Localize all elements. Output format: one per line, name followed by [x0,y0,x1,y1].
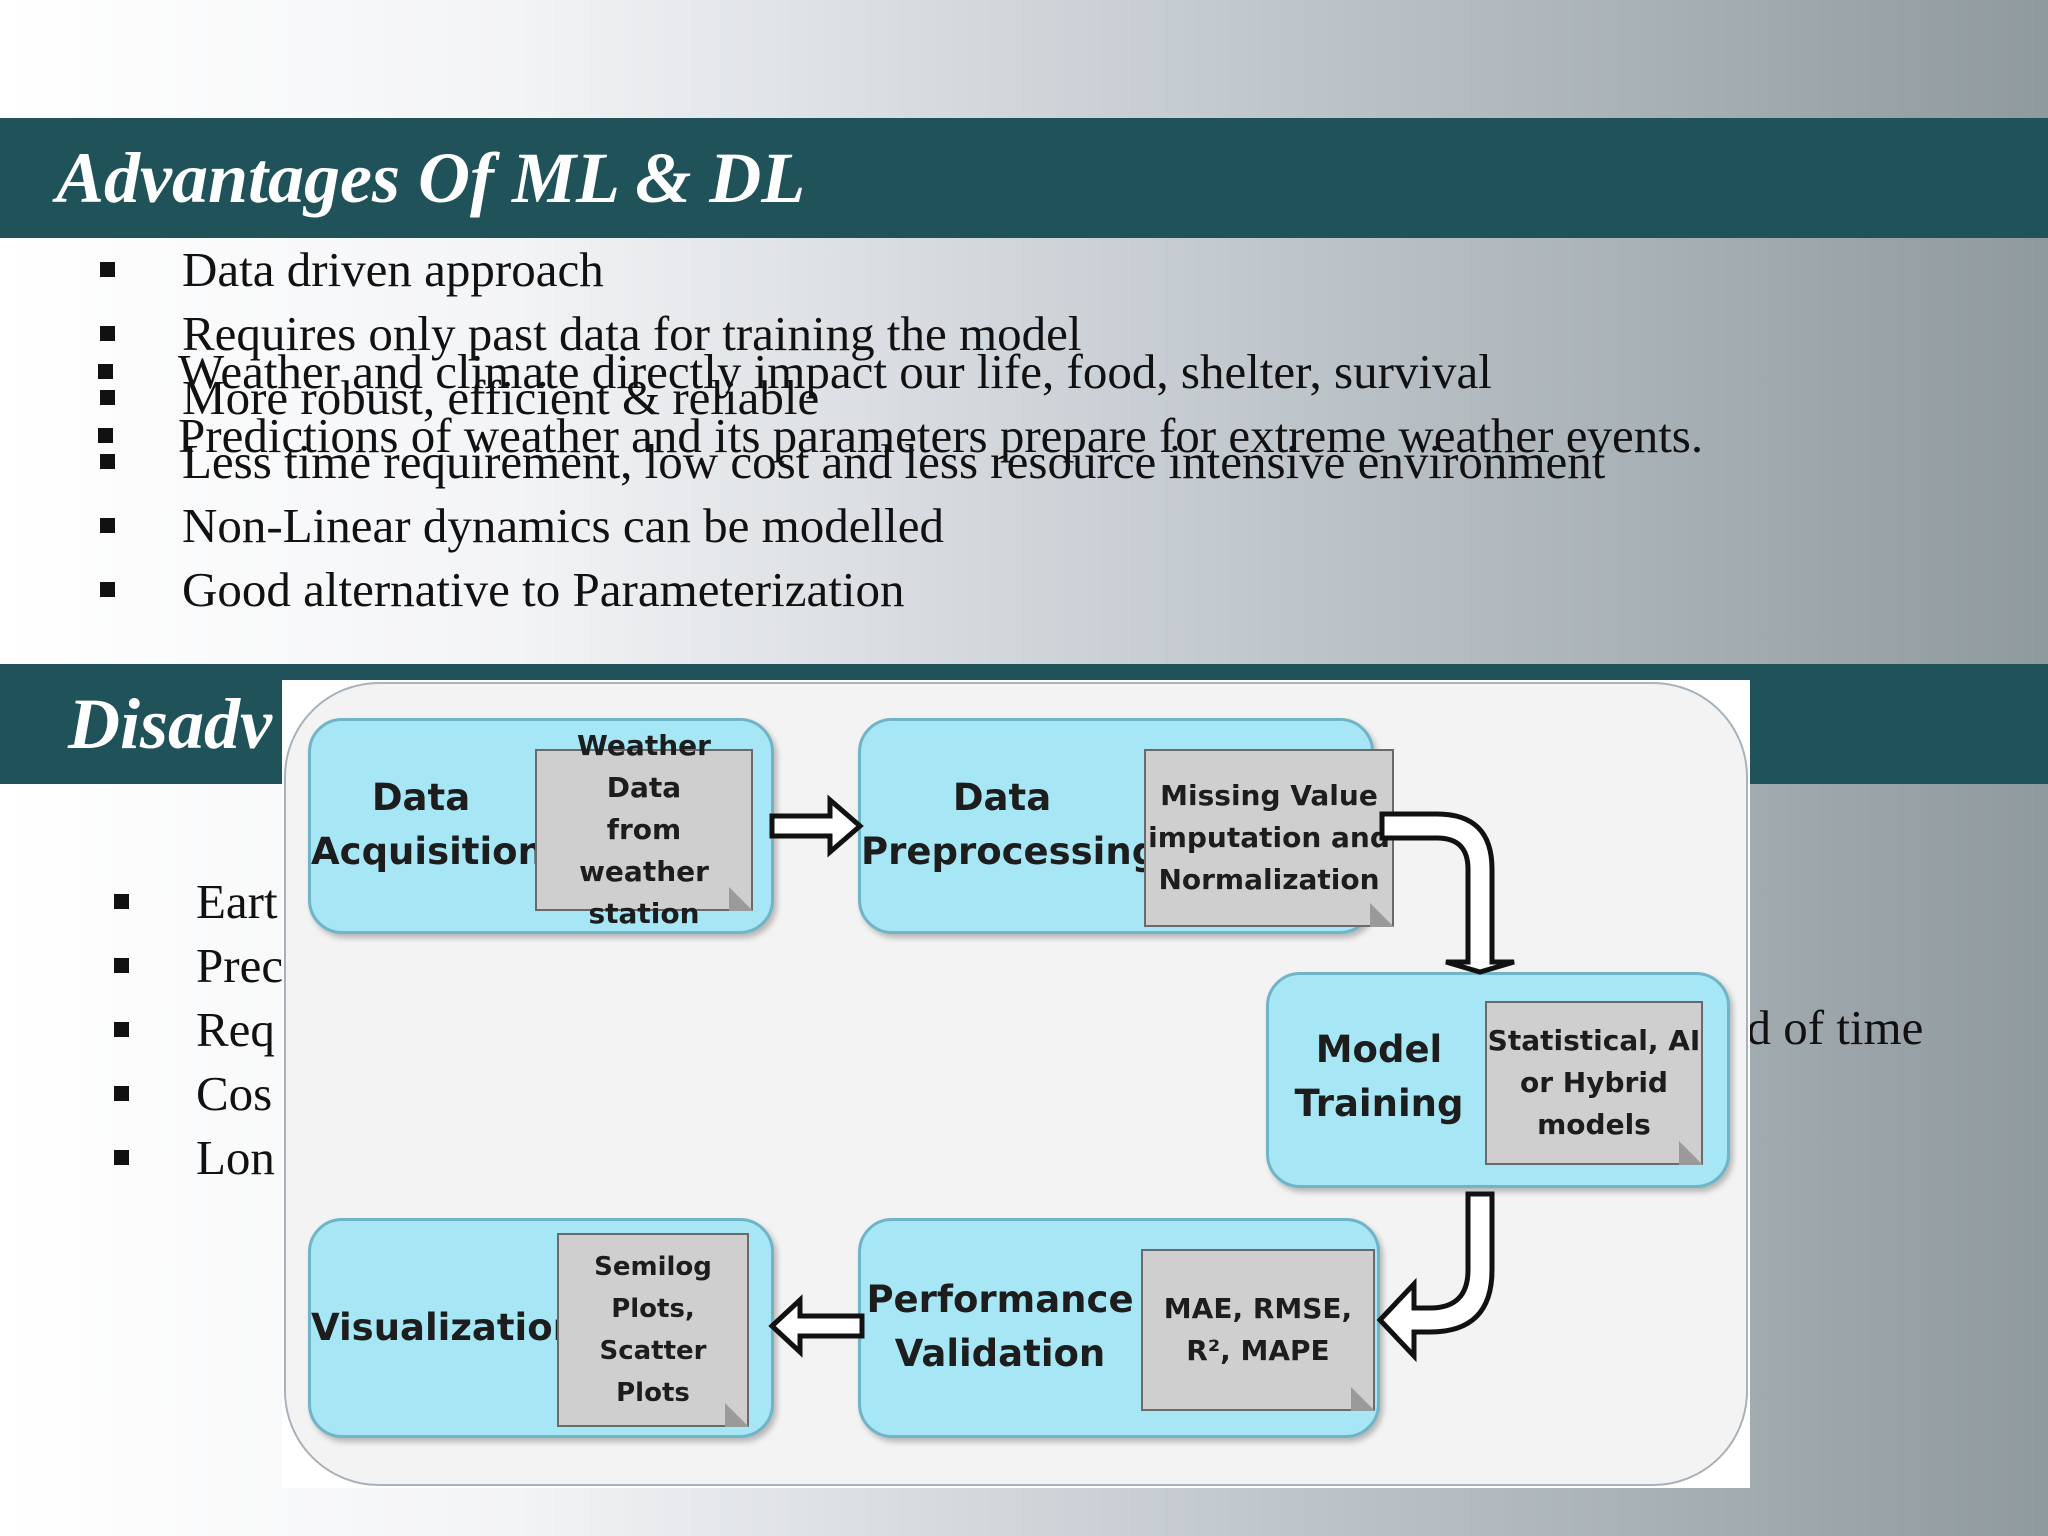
bullet-icon [100,262,115,277]
bullet-icon [100,454,115,469]
advantages-banner: Advantages Of ML & DL [0,118,2048,238]
bullet-icon [100,582,115,597]
page-fold-icon [1370,903,1394,927]
page-fold-icon [1679,1141,1703,1165]
page-fold-icon [729,887,753,911]
bullet-icon [114,958,129,973]
stage-model-training: Model Training Statistical, AI or Hybrid… [1266,972,1730,1188]
stage-label: Model Training [1294,1028,1464,1125]
arrow-right-icon [769,794,864,858]
stage-label: Visualization [311,1306,579,1349]
bullet-icon [98,364,113,379]
bullet-icon [114,894,129,909]
stage-note: Weather Data from weather station [535,729,753,930]
flow-arrows [768,794,1515,1363]
stage-note-text: Weather Data from weather station [577,729,711,930]
stage-note-text: Missing Value imputation and Normalizati… [1148,779,1390,896]
stage-note-text: Semilog Plots, Scatter Plots [594,1252,712,1408]
stage-performance-validation: Performance Validation MAE, RMSE, R², MA… [858,1218,1380,1438]
stage-label: Performance Validation [866,1278,1134,1375]
stage-data-preprocessing: Data Preprocessing Missing Value imputat… [858,718,1394,934]
stage-note-text: Statistical, AI or Hybrid models [1487,1024,1701,1141]
stage-label: Data Acquisition [311,776,544,873]
disadvantages-title: Disadv [68,684,272,764]
stage-note: Statistical, AI or Hybrid models [1485,1001,1703,1165]
arrow-down-icon [1379,811,1515,975]
stage-label: Data Preprocessing [861,776,1159,873]
bullet-icon [114,1150,129,1165]
page-fold-icon [1351,1387,1375,1411]
arrow-left-icon [1376,1191,1495,1363]
advantages-title: Advantages Of ML & DL [56,138,806,218]
bullet-icon [114,1086,129,1101]
page-fold-icon [725,1403,749,1427]
disadvantages-fragment: od of time [1722,1000,1924,1055]
arrow-left-icon [768,1294,865,1358]
stage-note: Missing Value imputation and Normalizati… [1144,749,1394,927]
flowchart-panel: Data Acquisition Weather Data from weath… [282,680,1750,1488]
stage-note: MAE, RMSE, R², MAPE [1141,1249,1375,1411]
bullet-icon [98,428,113,443]
bullet-icon [100,390,115,405]
bullet-icon [100,326,115,341]
stage-visualization: Visualization Semilog Plots, Scatter Plo… [308,1218,774,1438]
bullet-icon [114,1022,129,1037]
stage-note: Semilog Plots, Scatter Plots [557,1233,749,1427]
stage-note-text: MAE, RMSE, R², MAPE [1163,1292,1353,1367]
bullet-icon [100,518,115,533]
